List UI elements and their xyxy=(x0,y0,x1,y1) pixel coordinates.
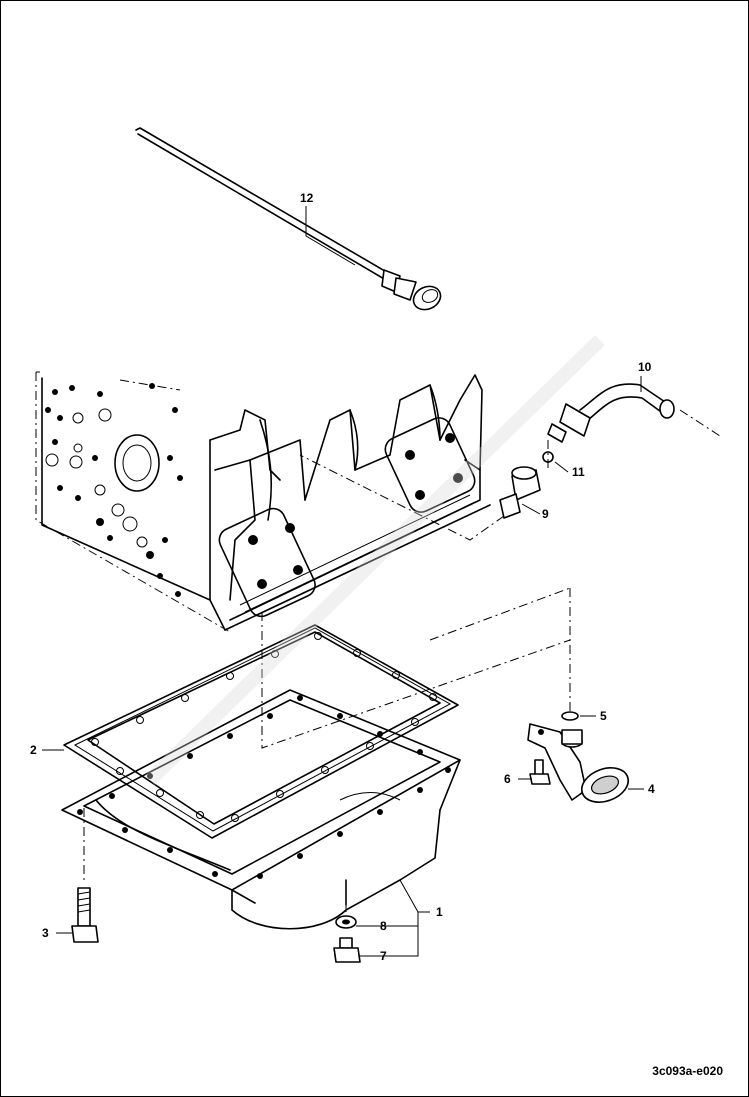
figure-identifier: 3c093a-e020 xyxy=(652,1064,723,1078)
callout-9[interactable]: 9 xyxy=(542,507,549,521)
drain-plug-washer[interactable] xyxy=(335,915,357,929)
callout-4[interactable]: 4 xyxy=(648,782,655,796)
callout-2[interactable]: 2 xyxy=(30,743,37,757)
leader-lines xyxy=(42,206,644,957)
oil-pan-bolt[interactable] xyxy=(71,887,99,943)
callout-5[interactable]: 5 xyxy=(600,709,607,723)
dipstick-tube-assembly[interactable] xyxy=(299,383,721,541)
callout-11[interactable]: 11 xyxy=(572,465,585,479)
strainer-bolt[interactable] xyxy=(529,759,551,785)
drain-plug[interactable] xyxy=(333,937,361,963)
callout-1[interactable]: 1 xyxy=(436,905,443,919)
callout-6[interactable]: 6 xyxy=(504,772,511,786)
oil-pan-gasket[interactable] xyxy=(63,624,459,839)
callout-10[interactable]: 10 xyxy=(638,360,652,374)
callout-3[interactable]: 3 xyxy=(42,926,49,940)
callout-7[interactable]: 7 xyxy=(380,949,387,963)
callout-12[interactable]: 12 xyxy=(300,191,314,205)
dipstick[interactable] xyxy=(135,127,444,314)
oil-strainer[interactable] xyxy=(527,711,633,808)
oil-pan[interactable] xyxy=(61,689,461,930)
engine-block xyxy=(35,371,491,633)
callout-8[interactable]: 8 xyxy=(380,919,387,933)
